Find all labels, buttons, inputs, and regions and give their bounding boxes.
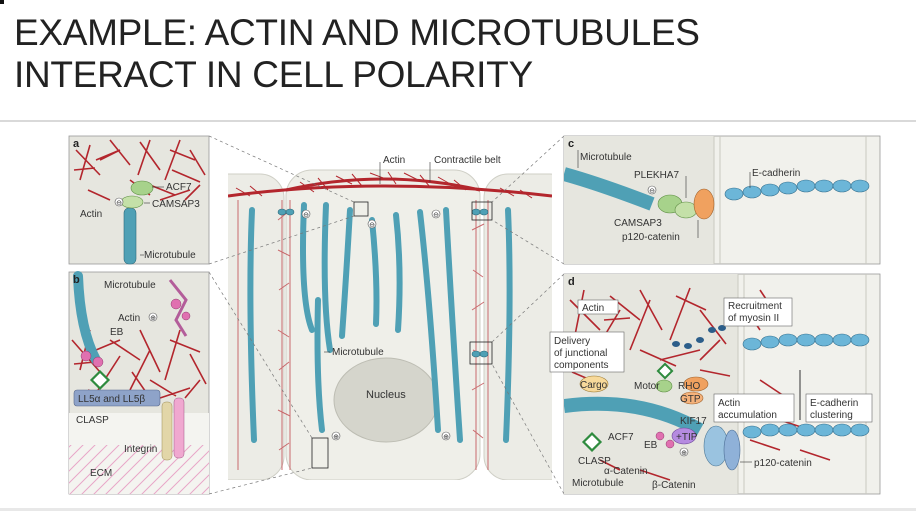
panel-d-delivery-line1: Delivery [554, 336, 590, 347]
panel-b-ecm-label: ECM [90, 468, 112, 479]
panel-b-clasp-label: CLASP [76, 415, 109, 426]
panel-c-ecadherin-label: E-cadherin [752, 168, 800, 179]
panel-d-motor-label: Motor [634, 381, 660, 392]
center-cells: ⊖ ⊖ ⊖ ⊕ ⊕ [200, 170, 574, 480]
panel-d-eb-label: EB [644, 440, 658, 451]
center-microtubule-label: Microtubule [332, 347, 384, 358]
panel-c: ⊖ c Microtubule PLEKHA7 E-cadherin CAMSA… [564, 136, 880, 264]
panel-a: ⊖ a ACF7 CAMSAP3 Actin Microtubule [69, 136, 209, 264]
panel-d-delivery-line2: of junctional [554, 348, 607, 359]
svg-text:⊕: ⊕ [333, 434, 339, 441]
svg-text:⊖: ⊖ [649, 188, 655, 195]
footer-divider [0, 508, 916, 511]
panel-d-ecadherin-clustering-line1: E-cadherin [810, 398, 858, 409]
panel-b-actin-label: Actin [118, 313, 140, 324]
svg-text:⊖: ⊖ [116, 200, 122, 207]
panel-a-actin-label: Actin [80, 209, 102, 220]
svg-text:⊖: ⊖ [433, 212, 439, 219]
panel-d-recruitment-line2: of myosin II [728, 313, 779, 324]
panel-c-letter: c [568, 138, 574, 150]
panel-d-alpha-catenin-label: α-Catenin [604, 466, 648, 477]
panel-d: ⊕ d Actin Recruitment of myosin II Deliv… [550, 274, 880, 494]
panel-d-letter: d [568, 276, 575, 288]
svg-text:⊕: ⊕ [443, 434, 449, 441]
panel-a-letter: a [73, 138, 80, 150]
panel-d-ecadherin-clustering-line2: clustering [810, 410, 853, 421]
panel-d-microtubule-label: Microtubule [572, 478, 624, 489]
panel-b: ⊕ b Microtubule Actin EB LL5α and LL5β C… [69, 272, 209, 494]
center-contractile-belt-label: Contractile belt [434, 155, 501, 166]
panel-a-acf7-label: ACF7 [166, 182, 192, 193]
panel-d-actin-label: Actin [582, 303, 604, 314]
panel-b-microtubule-label: Microtubule [104, 280, 156, 291]
panel-d-actin-accumulation-line2: accumulation [718, 410, 777, 421]
panel-d-beta-catenin-label: β-Catenin [652, 480, 696, 491]
panel-c-camsap3-label: CAMSAP3 [614, 218, 662, 229]
panel-a-camsap3-label: CAMSAP3 [152, 199, 200, 210]
panel-d-gtp-label: GTP [680, 394, 701, 405]
panel-b-eb-label: EB [110, 327, 124, 338]
panel-d-rho-label: RHO [678, 381, 700, 392]
panel-d-tip-label: +TIP [676, 432, 698, 443]
panel-c-microtubule-label: Microtubule [580, 152, 632, 163]
svg-text:⊖: ⊖ [303, 212, 309, 219]
panel-d-actin-accumulation-line1: Actin [718, 398, 740, 409]
panel-d-acf7-label: ACF7 [608, 432, 634, 443]
panel-b-ll5-label: LL5α and LL5β [78, 394, 145, 405]
panel-d-cargo-label: Cargo [580, 380, 608, 391]
svg-text:⊕: ⊕ [150, 315, 156, 322]
panel-d-p120-label: p120-catenin [754, 458, 812, 469]
panel-b-letter: b [73, 274, 80, 286]
svg-text:⊖: ⊖ [369, 222, 375, 229]
panel-d-kif17-label: KIF17 [680, 416, 707, 427]
center-actin-label: Actin [383, 155, 405, 166]
panel-c-p120-label: p120-catenin [622, 232, 680, 243]
panel-b-integrin-label: Integrin [124, 444, 157, 455]
svg-text:⊕: ⊕ [681, 450, 687, 457]
panel-d-recruitment-line1: Recruitment [728, 301, 782, 312]
panel-c-plekha7-label: PLEKHA7 [634, 170, 679, 181]
nucleus-label: Nucleus [366, 389, 406, 401]
panel-a-microtubule-label: Microtubule [144, 250, 196, 261]
panel-d-delivery-line3: components [554, 360, 608, 371]
